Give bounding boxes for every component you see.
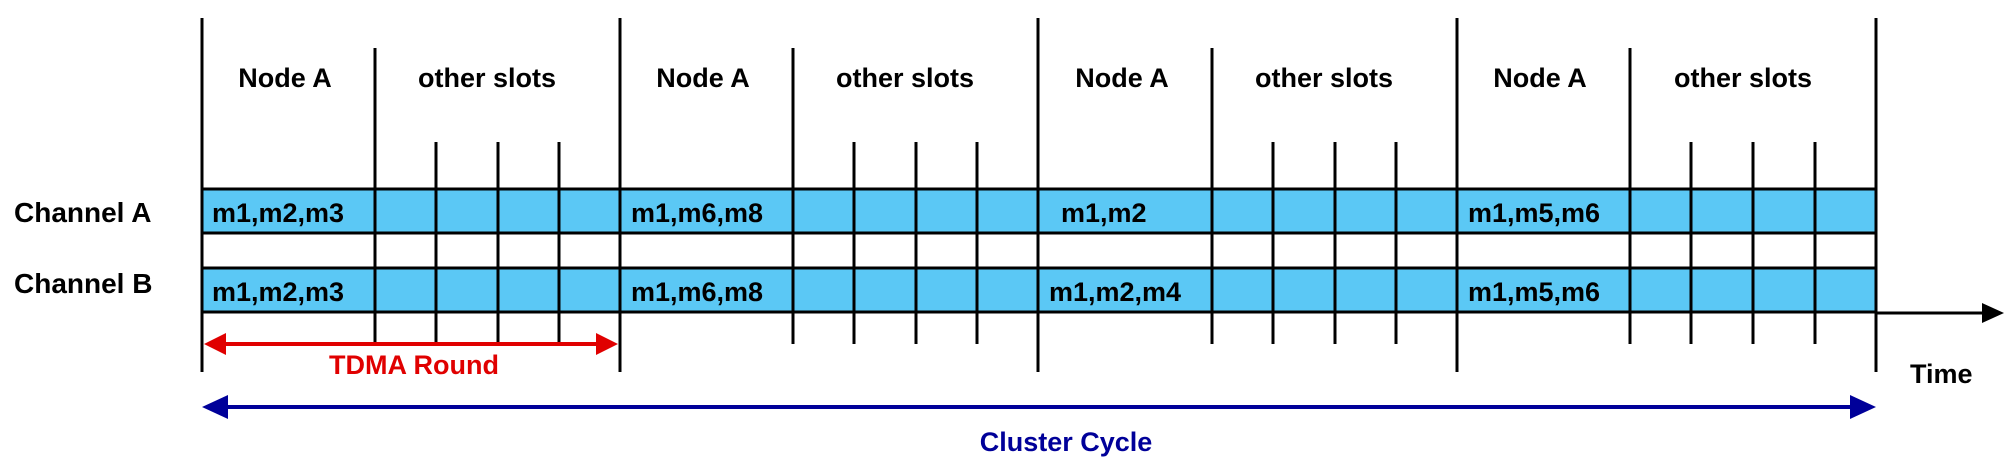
node-a-label-4: Node A [1493, 63, 1587, 93]
time-axis: Time [1876, 303, 2004, 389]
other-slots-label-4: other slots [1674, 63, 1812, 93]
channel-a-messages-1: m1,m2,m3 [212, 198, 344, 228]
tdma-round-arrow: TDMA Round [204, 333, 618, 380]
channel-a-label: Channel A [14, 197, 151, 228]
cluster-cycle-label: Cluster Cycle [980, 427, 1153, 457]
slot-grid-lines [200, 18, 1878, 372]
channel-a-messages-4: m1,m5,m6 [1468, 198, 1600, 228]
cluster-cycle-arrowhead-left [202, 395, 228, 419]
channel-b-messages-4: m1,m5,m6 [1468, 277, 1600, 307]
channel-b-label: Channel B [14, 268, 152, 299]
channel-a-messages-3: m1,m2 [1061, 198, 1147, 228]
channel-b-messages-2: m1,m6,m8 [631, 277, 763, 307]
channel-b-messages-1: m1,m2,m3 [212, 277, 344, 307]
node-a-label-3: Node A [1075, 63, 1169, 93]
tdma-round-label: TDMA Round [329, 350, 499, 380]
channel-b-messages-3: m1,m2,m4 [1049, 277, 1181, 307]
other-slots-label-2: other slots [836, 63, 974, 93]
tdma-round-arrowhead-left [204, 333, 226, 355]
time-axis-arrowhead [1982, 303, 2004, 323]
other-slots-label-1: other slots [418, 63, 556, 93]
node-a-label-2: Node A [656, 63, 750, 93]
cluster-cycle-arrowhead-right [1850, 395, 1876, 419]
other-slots-label-3: other slots [1255, 63, 1393, 93]
channel-a-messages-2: m1,m6,m8 [631, 198, 763, 228]
tdma-round-arrowhead-right [596, 333, 618, 355]
node-a-label-1: Node A [238, 63, 332, 93]
round-headers: Node A other slots Node A other slots No… [238, 63, 1812, 93]
cluster-cycle-arrow: Cluster Cycle [202, 395, 1876, 457]
time-label: Time [1910, 359, 1973, 389]
